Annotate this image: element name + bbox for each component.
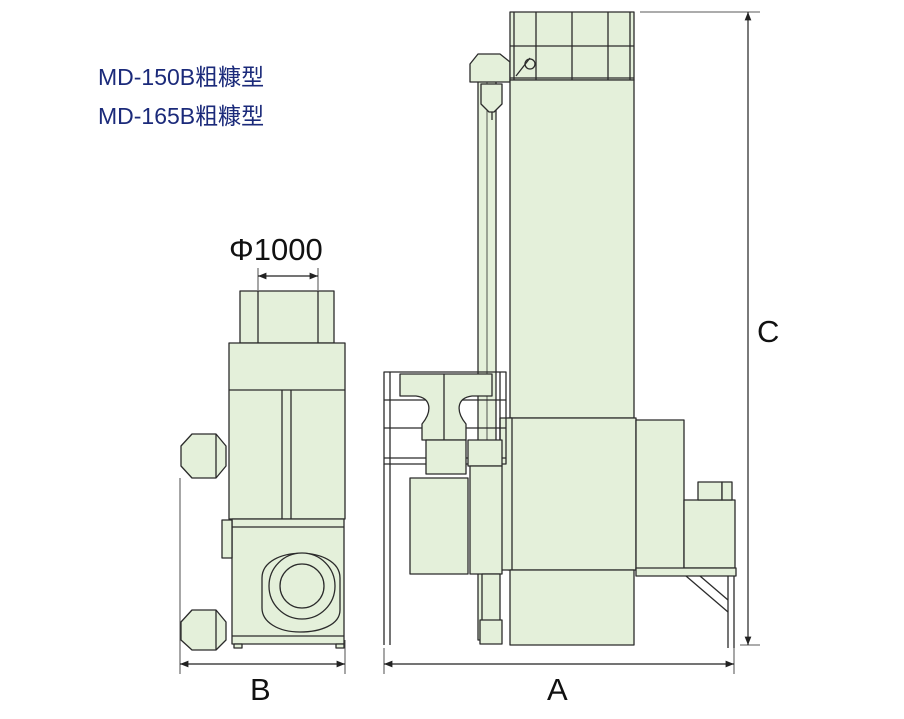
control-box — [409, 477, 469, 575]
lower-burner — [180, 609, 227, 651]
width-a-label: A — [547, 672, 568, 707]
tower-base — [509, 569, 635, 646]
platform — [635, 567, 737, 577]
height-c-label: C — [757, 314, 779, 349]
front-view — [383, 11, 737, 648]
upper-burner — [180, 433, 227, 479]
dimension-lines — [179, 11, 760, 674]
fan-inner-ring — [279, 563, 325, 609]
side-bracket — [221, 519, 233, 559]
side-upper-body — [228, 342, 346, 520]
elevator-head — [469, 53, 511, 83]
main-tower — [509, 79, 635, 419]
model-label-md150b: MD-150B粗糠型 — [98, 64, 265, 90]
motor — [697, 481, 723, 501]
side-view — [180, 290, 346, 651]
width-b-label: B — [250, 672, 271, 707]
top-sensor — [524, 58, 536, 70]
model-label-md165b: MD-165B粗糠型 — [98, 103, 265, 129]
blower-unit — [683, 499, 736, 569]
side-box — [635, 419, 685, 571]
cyclone — [480, 83, 503, 113]
top-cylinder — [239, 290, 335, 344]
drying-section — [507, 417, 637, 571]
diameter-label: Φ1000 — [229, 232, 323, 267]
